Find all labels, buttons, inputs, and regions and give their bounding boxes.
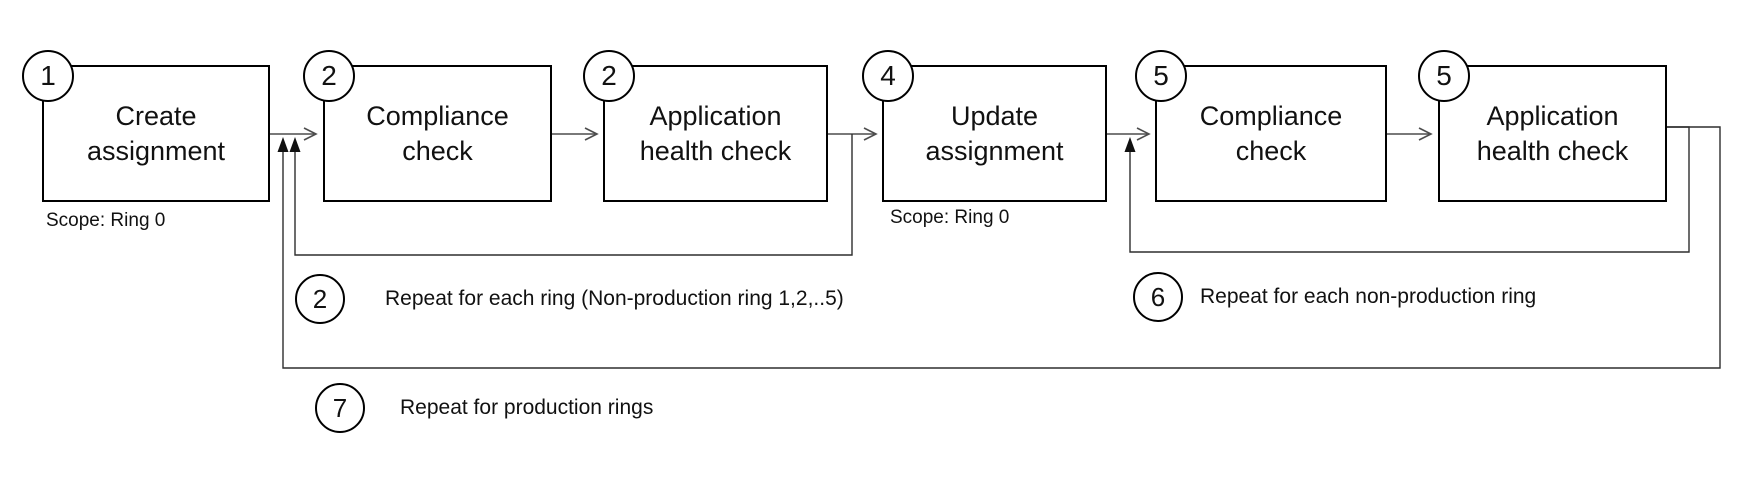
loop-2-badge: 2	[295, 274, 345, 324]
step-number-badge: 2	[303, 50, 355, 102]
loop-6-arrowhead-up-icon	[1124, 137, 1136, 152]
loop-7-wire	[282, 126, 1721, 369]
arrowhead-right-icon	[863, 127, 878, 141]
step-label: Application health check	[639, 100, 792, 166]
loop-number: 2	[312, 283, 328, 314]
step-label: Compliance check	[1199, 100, 1343, 166]
step-number-badge: 1	[22, 50, 74, 102]
step-number: 2	[601, 60, 617, 91]
loop-2-label: Repeat for each ring (Non-production rin…	[385, 287, 844, 310]
step-box-compliance-check-2: Compliance check	[1155, 65, 1387, 202]
loop-number: 6	[1150, 281, 1166, 312]
loop-2-arrowhead-up-icon	[289, 137, 301, 152]
arrow-step1-to-step2	[270, 127, 318, 141]
loop-6-label: Repeat for each non-production ring	[1200, 285, 1537, 308]
step-number-badge: 4	[862, 50, 914, 102]
step-label: Compliance check	[366, 100, 509, 166]
loop-6-badge: 6	[1133, 272, 1183, 322]
step-box-create-assignment: Create assignment	[42, 65, 270, 202]
step-label: Application health check	[1476, 100, 1629, 166]
step-label: Update assignment	[925, 100, 1064, 166]
arrow-step4-to-step5	[1107, 127, 1151, 141]
arrowhead-right-icon	[303, 127, 318, 141]
arrowhead-right-icon	[1136, 127, 1151, 141]
loop-7-arrowhead-up-icon	[277, 137, 289, 152]
step-number: 5	[1153, 60, 1169, 91]
scope-caption-step1: Scope: Ring 0	[46, 210, 166, 231]
arrowhead-right-icon	[1418, 127, 1433, 141]
step-number: 2	[321, 60, 337, 91]
arrow-step2-to-step3	[552, 127, 599, 141]
step-box-application-health-check-2: Application health check	[1438, 65, 1667, 202]
scope-caption-step4: Scope: Ring 0	[890, 207, 1010, 228]
step-number: 1	[40, 60, 56, 91]
step-box-compliance-check-1: Compliance check	[323, 65, 552, 202]
step-number: 4	[880, 60, 896, 91]
arrowhead-right-icon	[584, 127, 599, 141]
loop-7-label: Repeat for production rings	[400, 396, 654, 419]
step-number-badge: 2	[583, 50, 635, 102]
step-number-badge: 5	[1135, 50, 1187, 102]
loop-7-badge: 7	[315, 383, 365, 433]
step-number: 5	[1436, 60, 1452, 91]
step-number-badge: 5	[1418, 50, 1470, 102]
loop-number: 7	[332, 392, 348, 423]
step-box-application-health-check-1: Application health check	[603, 65, 828, 202]
loop-2-wire	[294, 134, 853, 256]
arrow-step5-to-step6	[1387, 127, 1433, 141]
step-label: Create assignment	[86, 100, 226, 166]
step-box-update-assignment: Update assignment	[882, 65, 1107, 202]
